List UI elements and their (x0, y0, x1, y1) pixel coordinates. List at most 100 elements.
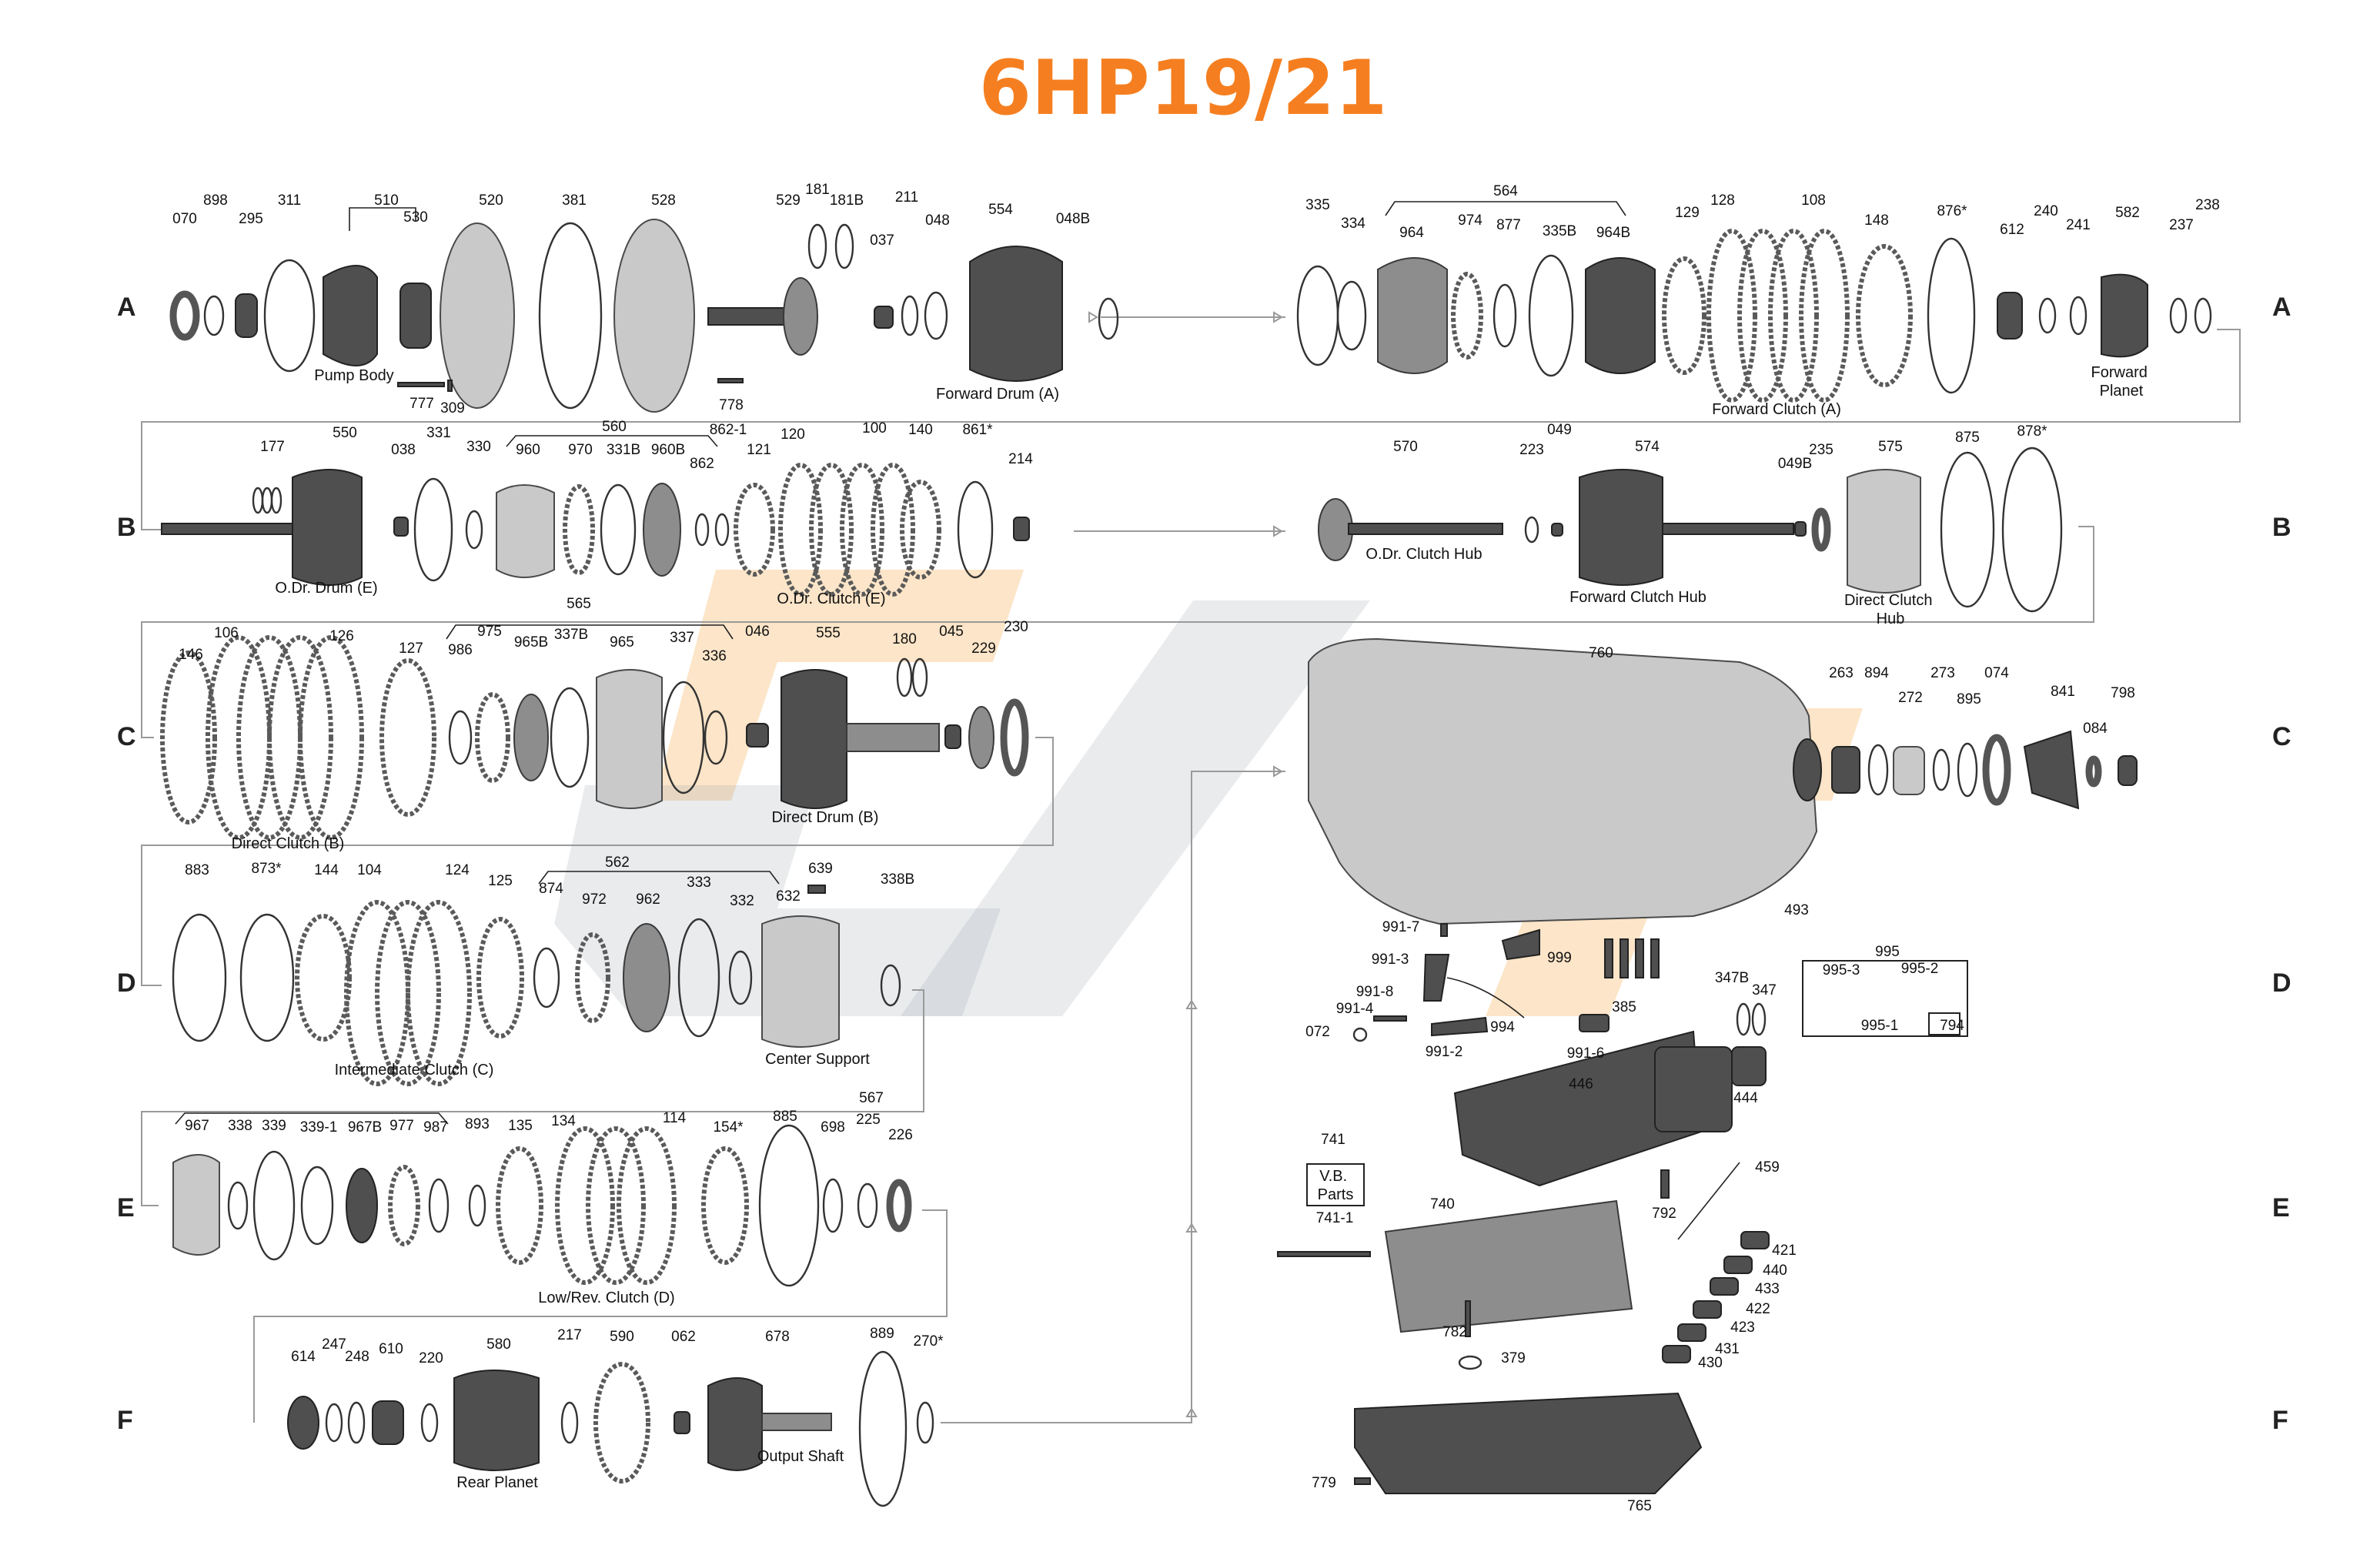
part-number-562: 562 (605, 855, 630, 871)
part-number-878-: 878* (2017, 423, 2047, 440)
part-number-046: 046 (745, 624, 770, 640)
part-number-977: 977 (389, 1118, 414, 1134)
part-number-530: 530 (403, 209, 428, 226)
label-direct-clutch: Direct Clutch (B) (232, 835, 345, 852)
part-number-331B: 331B (607, 442, 640, 458)
label-forward-clutch: Forward Clutch (A) (1712, 401, 1841, 418)
label-vb-parts-line2: Parts (1318, 1186, 1354, 1203)
part-number-972: 972 (582, 891, 607, 908)
part-number-741-1: 741-1 (1316, 1210, 1354, 1226)
part-number-104: 104 (357, 862, 382, 878)
part-number-309: 309 (440, 400, 465, 416)
label-low-rev-clutch: Low/Rev. Clutch (D) (538, 1289, 674, 1306)
part-number-134: 134 (551, 1113, 576, 1129)
part-number-331: 331 (426, 425, 451, 441)
part-number-962: 962 (636, 891, 660, 908)
part-number-555: 555 (816, 625, 841, 641)
part-number-270-: 270* (913, 1333, 944, 1350)
part-number-230: 230 (1004, 619, 1028, 635)
part-number-760: 760 (1589, 645, 1613, 661)
row-label-d-left: D (117, 968, 136, 998)
label-forward-drum: Forward Drum (A) (936, 386, 1059, 403)
label-direct-drum: Direct Drum (B) (772, 809, 879, 826)
part-number-311: 311 (278, 192, 301, 209)
row-c-parts (160, 635, 2138, 925)
part-number-964: 964 (1399, 225, 1424, 241)
part-number-120: 120 (781, 426, 805, 443)
part-number-995: 995 (1875, 944, 1900, 960)
label-center-support: Center Support (765, 1051, 870, 1068)
part-number-048: 048 (925, 212, 950, 229)
part-number-446: 446 (1569, 1076, 1593, 1092)
assembly-flow-lines (141, 311, 2241, 1423)
part-number-885: 885 (773, 1109, 797, 1125)
part-number-272: 272 (1898, 690, 1923, 706)
part-number-238: 238 (2195, 197, 2220, 213)
part-number-295: 295 (239, 211, 263, 227)
row-b-parts (161, 447, 2063, 613)
part-number-995-2: 995-2 (1901, 961, 1939, 977)
part-number-991-3: 991-3 (1372, 952, 1409, 968)
part-number-338: 338 (228, 1118, 252, 1134)
row-label-e-left: E (117, 1193, 135, 1223)
part-number-554: 554 (988, 202, 1013, 218)
group-brackets (175, 201, 1968, 1125)
part-number-273: 273 (1930, 665, 1955, 681)
part-number-995-1: 995-1 (1861, 1018, 1899, 1034)
part-number-632: 632 (776, 888, 801, 905)
row-label-e-right: E (2272, 1193, 2290, 1223)
component-labels: Pump Body Forward Drum (A) Forward Clutc… (232, 364, 2148, 1491)
part-number-181B: 181B (830, 192, 864, 209)
row-label-b-left: B (117, 513, 136, 542)
part-number-965: 965 (610, 634, 634, 651)
part-number-999: 999 (1547, 950, 1572, 966)
part-number-560: 560 (602, 419, 627, 435)
part-number-337: 337 (670, 630, 694, 646)
part-number-431: 431 (1715, 1341, 1740, 1357)
row-label-a-left: A (117, 293, 136, 322)
part-number-612: 612 (2000, 222, 2024, 238)
part-number-798: 798 (2111, 685, 2135, 701)
row-labels-left: A B C D E F (117, 293, 136, 1435)
part-number-862: 862 (690, 456, 714, 472)
row-f-parts (287, 1300, 1703, 1507)
part-number-125: 125 (488, 873, 513, 889)
part-number-422: 422 (1746, 1301, 1770, 1317)
part-number-862-1: 862-1 (710, 422, 747, 438)
part-number-740: 740 (1430, 1196, 1455, 1212)
part-number-444: 444 (1733, 1090, 1758, 1106)
part-number-217: 217 (557, 1327, 582, 1343)
part-number-144: 144 (314, 862, 339, 878)
part-number-381: 381 (562, 192, 587, 209)
part-number-126: 126 (329, 628, 354, 644)
part-number-741: 741 (1321, 1132, 1345, 1148)
part-number-336: 336 (702, 648, 727, 664)
part-number-379: 379 (1501, 1350, 1526, 1366)
part-number-333: 333 (687, 875, 711, 891)
part-number-148: 148 (1864, 212, 1889, 229)
part-number-970: 970 (568, 442, 593, 458)
part-number-876-: 876* (1937, 203, 1967, 219)
part-number-127: 127 (399, 641, 423, 657)
part-number-564: 564 (1493, 183, 1518, 199)
label-direct-clutch-hub-line1: Direct Clutch (1844, 592, 1932, 609)
label-output-shaft: Output Shaft (757, 1448, 844, 1465)
part-number-782: 782 (1442, 1324, 1467, 1340)
part-number-241: 241 (2066, 217, 2091, 233)
part-number-777: 777 (409, 396, 434, 412)
row-a-parts (169, 219, 2212, 413)
part-number-337B: 337B (554, 627, 588, 643)
part-number-529: 529 (776, 192, 801, 209)
part-number-129: 129 (1675, 205, 1700, 221)
part-number-895: 895 (1957, 691, 1981, 707)
part-number-986: 986 (448, 642, 473, 658)
part-number-140: 140 (908, 422, 933, 438)
label-intermediate-clutch: Intermediate Clutch (C) (335, 1062, 494, 1079)
part-number-347: 347 (1752, 982, 1777, 998)
part-number-347B: 347B (1715, 970, 1749, 986)
part-number-048B: 048B (1056, 211, 1090, 227)
part-number-883: 883 (185, 862, 209, 878)
part-number-440: 440 (1763, 1263, 1787, 1279)
diagram-title: 6HP19/21 (979, 45, 1388, 132)
part-number-580: 580 (486, 1336, 511, 1353)
